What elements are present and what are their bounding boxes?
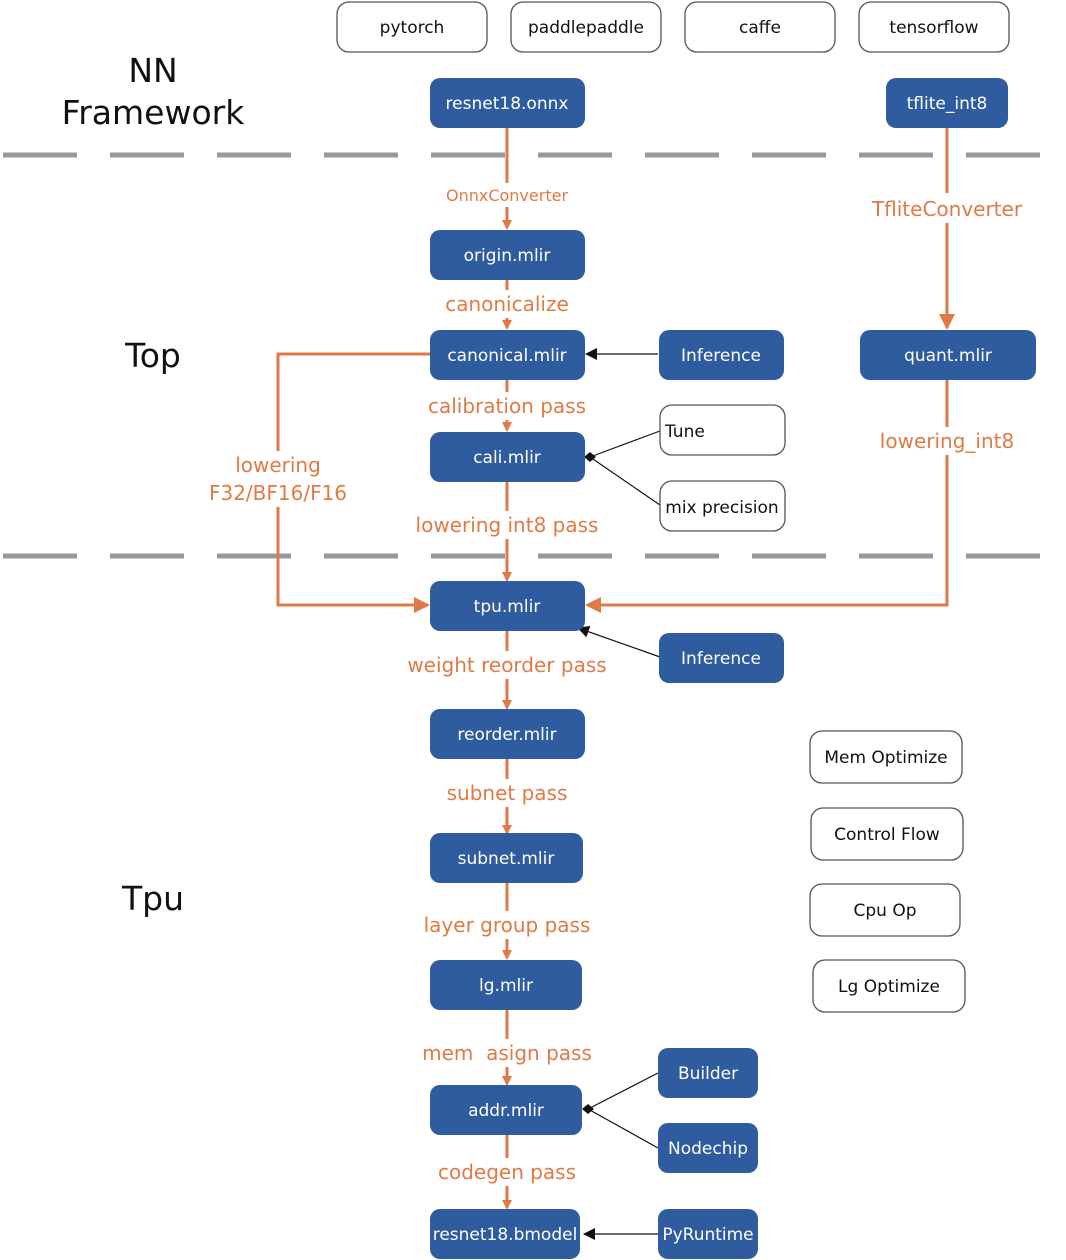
link-mix-to-cali (589, 456, 661, 506)
node-resnet18-onnx-label: resnet18.onnx (446, 94, 569, 114)
tool-inference-top: Inference (659, 330, 784, 380)
node-origin-mlir-label: origin.mlir (464, 246, 551, 266)
pass-tflite-converter: TfliteConverter (871, 197, 1023, 221)
node-tflite-int8: tflite_int8 (886, 78, 1008, 128)
node-quant-mlir: quant.mlir (860, 330, 1036, 380)
label-bg-tfliteconverter (866, 193, 1028, 223)
framework-paddlepaddle: paddlepaddle (510, 1, 662, 53)
framework-pytorch: pytorch (336, 1, 488, 53)
node-origin-mlir: origin.mlir (430, 230, 585, 280)
opt-control-flow-label: Control Flow (834, 825, 940, 845)
tool-nodechip-label: Nodechip (668, 1139, 748, 1159)
layer-label-nn: NN (128, 51, 177, 90)
tool-pyruntime-label: PyRuntime (662, 1225, 753, 1245)
link-tune-to-cali (589, 430, 661, 458)
tool-tune: Tune (659, 404, 786, 456)
label-bg-subnet (440, 779, 574, 807)
label-bg-layer-group (415, 911, 599, 939)
opt-lg-optimize-label: Lg Optimize (838, 977, 940, 997)
label-bg-canonicalize (440, 290, 574, 318)
node-quant-mlir-label: quant.mlir (904, 346, 992, 366)
opt-cpu-op-label: Cpu Op (853, 901, 916, 921)
pass-mem-asign: mem asign pass (422, 1041, 592, 1065)
opt-lg-optimize: Lg Optimize (812, 959, 966, 1013)
tool-tune-label: Tune (664, 422, 705, 442)
tool-mix-precision: mix precision (659, 480, 786, 532)
layer-label-tpu: Tpu (121, 879, 184, 918)
opt-control-flow: Control Flow (810, 807, 964, 861)
tool-mix-precision-label: mix precision (665, 498, 778, 518)
tool-pyruntime: PyRuntime (658, 1209, 758, 1259)
tool-inference-tpu: Inference (659, 633, 784, 683)
node-cali-mlir: cali.mlir (430, 432, 585, 482)
label-bg-lowering-f32 (207, 451, 351, 507)
node-tpu-mlir-label: tpu.mlir (474, 597, 541, 617)
label-bg-codegen (431, 1158, 583, 1186)
pass-lowering-f32-line2: F32/BF16/F16 (209, 481, 347, 505)
node-tpu-mlir: tpu.mlir (430, 581, 585, 631)
node-subnet-mlir: subnet.mlir (430, 833, 583, 883)
tool-inference-top-label: Inference (681, 346, 761, 366)
node-resnet18-bmodel-label: resnet18.bmodel (433, 1225, 578, 1245)
node-tflite-int8-label: tflite_int8 (907, 94, 988, 114)
layer-label-top: Top (124, 336, 181, 375)
pass-onnx-converter: OnnxConverter (446, 186, 568, 205)
label-bg-onnxconverter (440, 183, 574, 207)
tool-nodechip: Nodechip (658, 1123, 758, 1173)
link-builder-to-addr (587, 1072, 659, 1110)
opt-mem-optimize: Mem Optimize (809, 730, 963, 784)
tool-inference-tpu-label: Inference (681, 649, 761, 669)
node-resnet18-onnx: resnet18.onnx (430, 78, 585, 128)
pass-lowering-f32-line1: lowering (235, 453, 321, 477)
label-bg-lowering-int8 (874, 427, 1020, 455)
pass-subnet: subnet pass (447, 781, 568, 805)
node-lg-mlir-label: lg.mlir (479, 976, 533, 996)
pass-weight-reorder: weight reorder pass (407, 653, 606, 677)
diamond-addr (582, 1104, 594, 1114)
label-bg-weight-reorder (400, 651, 614, 679)
tool-builder: Builder (658, 1048, 758, 1098)
node-canonical-mlir-label: canonical.mlir (447, 346, 566, 366)
node-addr-mlir: addr.mlir (430, 1085, 582, 1135)
pass-canonicalize: canonicalize (445, 292, 569, 316)
link-nodechip-to-addr (587, 1108, 659, 1149)
framework-pytorch-label: pytorch (380, 18, 445, 38)
node-reorder-mlir: reorder.mlir (430, 709, 585, 759)
framework-caffe: caffe (684, 1, 836, 53)
node-subnet-mlir-label: subnet.mlir (458, 849, 555, 869)
opt-cpu-op: Cpu Op (809, 883, 961, 937)
node-resnet18-bmodel: resnet18.bmodel (430, 1209, 580, 1259)
node-addr-mlir-label: addr.mlir (468, 1101, 544, 1121)
framework-tensorflow: tensorflow (858, 1, 1010, 53)
label-bg-mem-asign (417, 1039, 597, 1067)
pass-lowering-int8-tflite: lowering_int8 (880, 429, 1014, 453)
tool-builder-label: Builder (678, 1064, 738, 1084)
framework-caffe-label: caffe (739, 18, 781, 38)
node-lg-mlir: lg.mlir (430, 960, 582, 1010)
label-bg-lowering-int8-pass (410, 511, 604, 539)
pass-codegen: codegen pass (438, 1160, 576, 1184)
node-cali-mlir-label: cali.mlir (473, 448, 541, 468)
node-reorder-mlir-label: reorder.mlir (457, 725, 556, 745)
node-canonical-mlir: canonical.mlir (430, 330, 585, 380)
link-inference-to-tpu (577, 626, 661, 658)
opt-mem-optimize-label: Mem Optimize (824, 748, 947, 768)
layer-label-framework: Framework (62, 93, 246, 132)
pass-lowering-int8: lowering int8 pass (416, 513, 599, 537)
label-bg-calibration (423, 392, 591, 420)
pass-layer-group: layer group pass (424, 913, 591, 937)
pass-calibration: calibration pass (428, 394, 586, 418)
framework-paddlepaddle-label: paddlepaddle (528, 18, 644, 38)
framework-tensorflow-label: tensorflow (889, 18, 978, 38)
diamond-cali (584, 452, 596, 462)
